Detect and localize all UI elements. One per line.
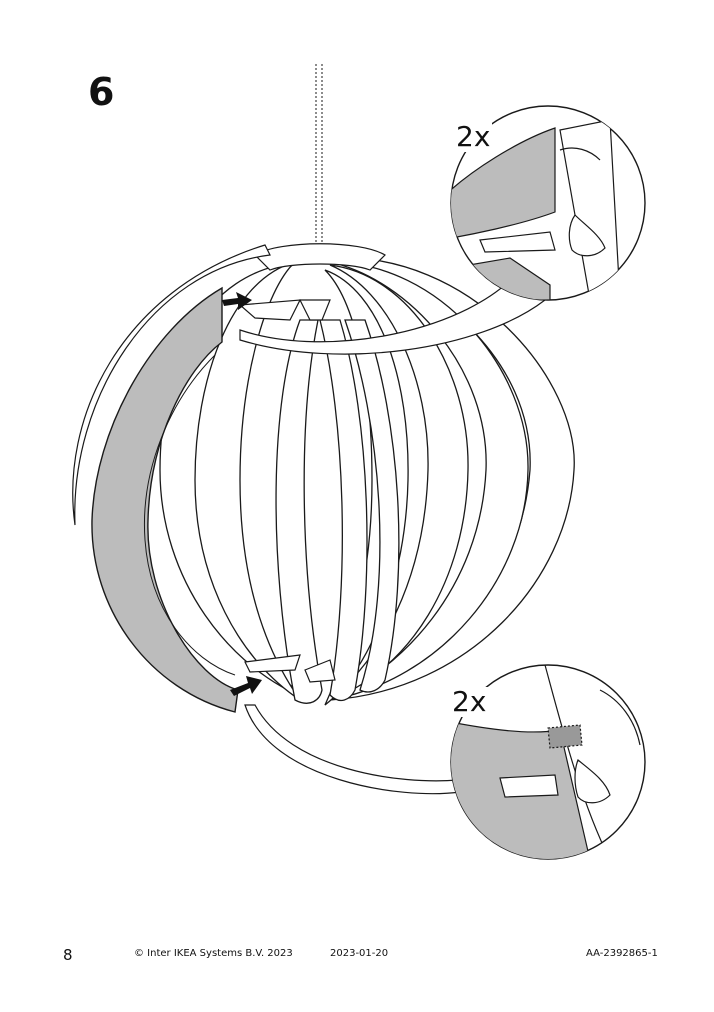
hanging-cord <box>315 64 323 262</box>
insert-arrow-top <box>222 292 252 310</box>
copyright-notice: © Inter IKEA Systems B.V. 2023 <box>134 948 293 959</box>
document-code: AA-2392865-1 <box>586 948 658 959</box>
grey-panel-inner <box>143 354 236 676</box>
page-number: 8 <box>63 946 73 964</box>
detail-circle-top <box>450 105 646 301</box>
bottom-hub <box>244 654 336 683</box>
step-number: 6 <box>88 70 115 114</box>
callout-band-bottom <box>244 704 461 795</box>
grey-panel <box>91 286 239 713</box>
detail-circle-bottom <box>450 664 646 860</box>
document-date: 2023-01-20 <box>330 948 389 959</box>
quantity-label-bottom: 2x <box>450 685 489 718</box>
insert-arrow-bottom <box>230 676 262 696</box>
quantity-label-top: 2x <box>454 120 493 153</box>
front-slats <box>275 319 400 704</box>
top-hub <box>238 243 386 321</box>
outer-rib <box>72 244 271 526</box>
